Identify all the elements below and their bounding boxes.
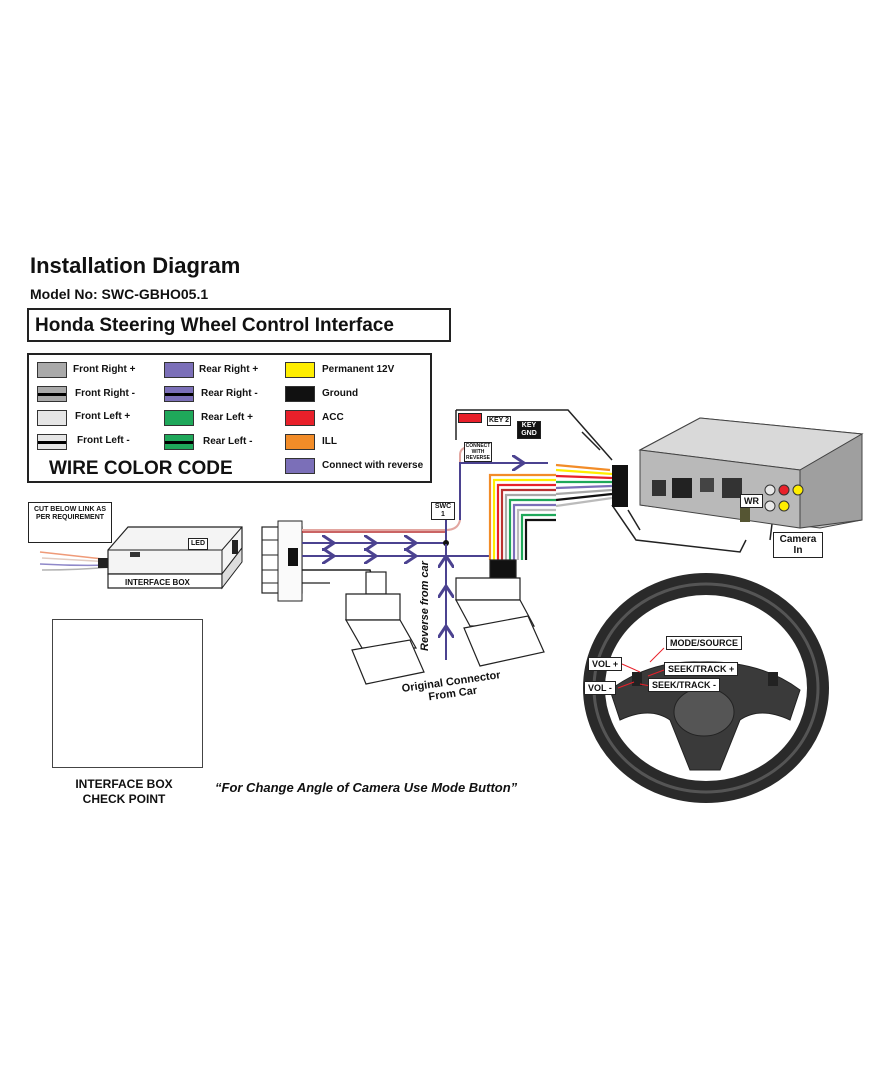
wr-label: WR bbox=[740, 494, 763, 508]
key1-label: KEY 1 bbox=[458, 413, 482, 423]
legend-label-front-right-minus: Front Right - bbox=[75, 388, 135, 399]
swc-label: SWC 1 bbox=[431, 502, 455, 520]
vol-minus-label: VOL - bbox=[584, 681, 616, 695]
camera-in-label: Camera In bbox=[773, 532, 823, 558]
swatch-permanent-12v bbox=[285, 362, 315, 378]
wire-harness-bundle bbox=[488, 463, 613, 560]
swatch-front-left-plus bbox=[37, 410, 67, 426]
interface-connector bbox=[261, 520, 303, 602]
cut-note-text: CUT BELOW LINK AS PER REQUIREMENT bbox=[33, 506, 107, 521]
legend-label-rear-right-plus: Rear Right + bbox=[199, 364, 259, 375]
seek-plus-label: SEEK/TRACK + bbox=[664, 662, 739, 676]
connect-reverse-label: CONNECT WITH REVERSE bbox=[464, 442, 492, 462]
original-connector-left bbox=[344, 571, 425, 685]
steering-callout-lines bbox=[617, 647, 665, 689]
head-unit bbox=[638, 417, 864, 529]
swatch-front-right-plus bbox=[37, 362, 67, 378]
swatch-ground bbox=[285, 386, 315, 402]
legend-label-front-right-plus: Front Right + bbox=[73, 364, 136, 375]
legend-label-connect-reverse: Connect with reverse bbox=[322, 460, 424, 471]
cut-note: CUT BELOW LINK AS PER REQUIREMENT bbox=[28, 502, 112, 543]
key2-label: KEY 2 bbox=[487, 416, 511, 426]
check-point-label: INTERFACE BOX CHECK POINT bbox=[75, 777, 173, 806]
subtitle-box: Honda Steering Wheel Control Interface bbox=[27, 308, 451, 342]
legend-label-rear-left-minus: Rear Left - bbox=[203, 436, 253, 447]
subtitle: Honda Steering Wheel Control Interface bbox=[35, 315, 394, 336]
key-gnd-label: KEY GND bbox=[517, 421, 541, 439]
led-label: LED bbox=[188, 538, 208, 550]
swatch-rear-left-plus bbox=[164, 410, 194, 426]
swatch-connect-reverse bbox=[285, 458, 315, 474]
reverse-from-car-label: Reverse from car bbox=[418, 561, 431, 651]
swatch-rear-left-minus bbox=[164, 434, 194, 450]
swatch-rear-right-plus bbox=[164, 362, 194, 378]
mode-source-label: MODE/SOURCE bbox=[666, 636, 743, 650]
swatch-front-left-minus bbox=[37, 434, 67, 450]
swatch-acc bbox=[285, 410, 315, 426]
vol-plus-label: VOL + bbox=[588, 657, 623, 671]
swatch-rear-right-minus bbox=[164, 386, 194, 402]
interface-box bbox=[107, 526, 243, 590]
seek-minus-label: SEEK/TRACK - bbox=[648, 678, 721, 692]
legend-label-ill: ILL bbox=[322, 436, 337, 447]
legend-label-permanent-12v: Permanent 12V bbox=[322, 364, 395, 375]
camera-angle-note: “For Change Angle of Camera Use Mode But… bbox=[215, 780, 518, 795]
head-unit-plug bbox=[612, 465, 628, 507]
legend-label-rear-left-plus: Rear Left + bbox=[201, 412, 253, 423]
swatch-ill bbox=[285, 434, 315, 450]
swatch-front-right-minus bbox=[37, 386, 67, 402]
legend-label-ground: Ground bbox=[322, 388, 359, 399]
interface-box-label: INTERFACE BOX bbox=[125, 578, 190, 587]
legend-label-rear-right-minus: Rear Right - bbox=[201, 388, 258, 399]
legend-label-front-left-plus: Front Left + bbox=[75, 411, 131, 422]
legend-label-front-left-minus: Front Left - bbox=[77, 435, 130, 446]
diagram-title: Installation Diagram bbox=[30, 253, 241, 278]
model-number: Model No: SWC-GBHO05.1 bbox=[30, 286, 209, 302]
interface-box-check-point-box bbox=[52, 619, 203, 768]
wire-color-legend: Front Right + Front Right - Front Left +… bbox=[27, 353, 432, 483]
legend-title: WIRE COLOR CODE bbox=[49, 458, 233, 479]
original-connector-right bbox=[454, 559, 545, 667]
legend-label-acc: ACC bbox=[322, 412, 344, 423]
pigtail-wires bbox=[39, 551, 114, 571]
